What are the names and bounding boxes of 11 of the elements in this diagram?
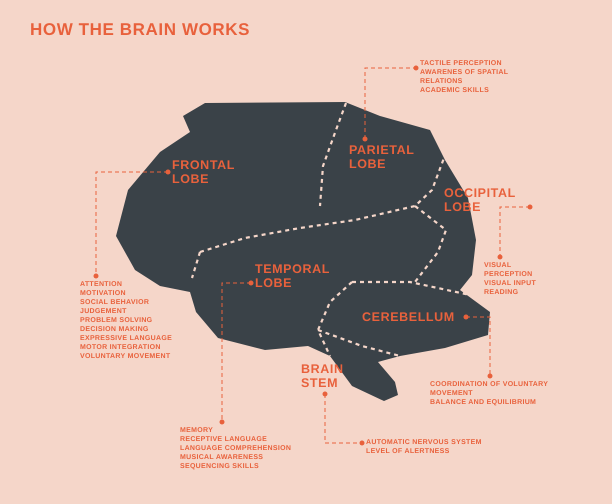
title: HOW THE BRAIN WORKS	[30, 20, 250, 40]
lobe-label: PARIETAL LOBE	[349, 143, 425, 171]
leader-line	[322, 392, 364, 446]
leader-line	[498, 204, 532, 260]
leader-line	[94, 170, 170, 278]
leader-line	[362, 66, 418, 142]
lobe-label: TEMPORAL LOBE	[255, 262, 337, 290]
leader-line	[220, 280, 254, 424]
leader-line	[464, 314, 492, 378]
lobe-label: FRONTAL LOBE	[172, 158, 242, 186]
lobe-label: CEREBELLUM	[362, 310, 462, 324]
